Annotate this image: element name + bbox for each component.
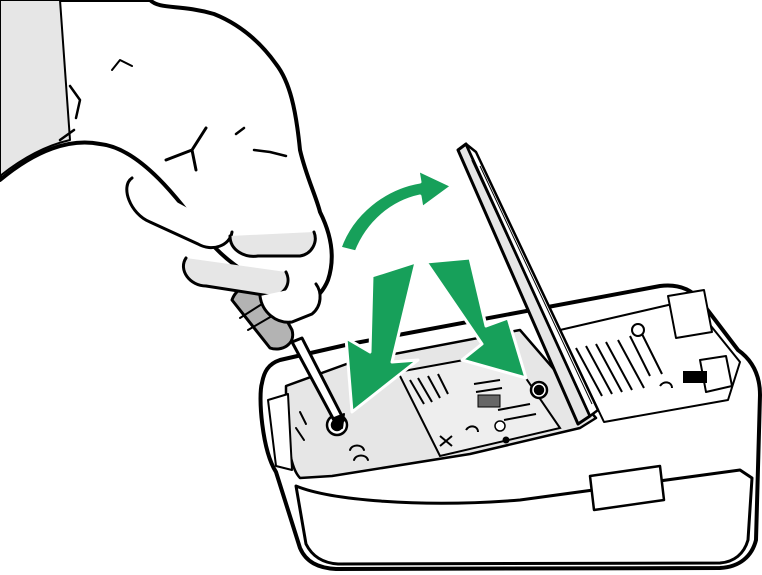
curved-arrow-icon bbox=[340, 170, 452, 252]
label-barcode bbox=[478, 395, 500, 407]
label-dot-icon bbox=[503, 437, 509, 443]
glove-finger bbox=[230, 232, 315, 256]
ex-symbol-icon bbox=[632, 324, 644, 336]
corner-tab bbox=[668, 290, 712, 338]
back-label-barcode bbox=[684, 372, 706, 382]
gloved-hand-icon bbox=[0, 0, 332, 322]
label-symbol-icon bbox=[495, 421, 505, 431]
screw-icon bbox=[531, 382, 547, 398]
glove-cuff bbox=[0, 0, 70, 176]
